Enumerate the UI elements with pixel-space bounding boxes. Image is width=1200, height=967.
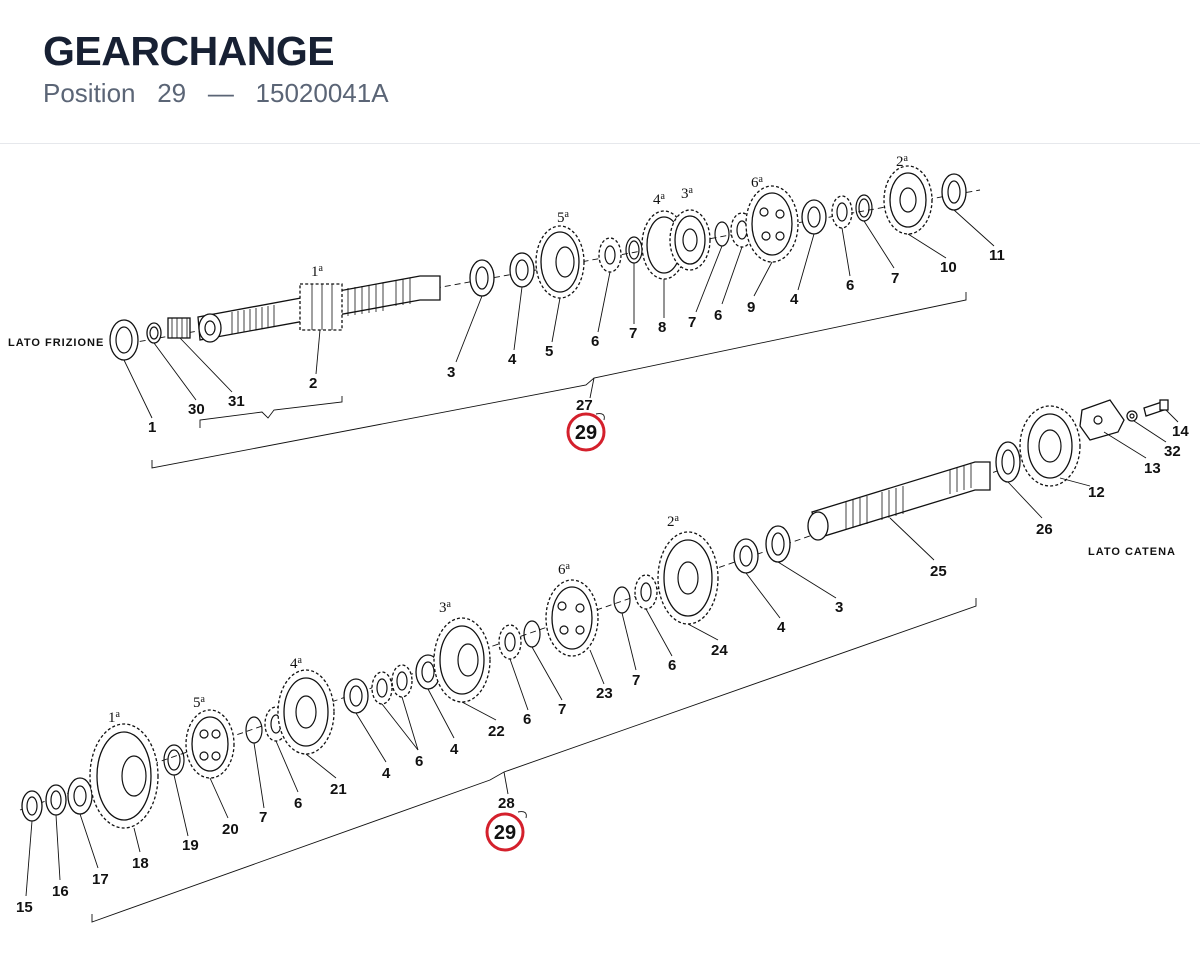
chain-side-label: LATO CATENA	[1088, 546, 1176, 558]
part-label: 6	[294, 795, 302, 812]
secondary-shaft-assembly	[19, 399, 1179, 923]
part-label: 6	[714, 307, 722, 324]
part-label: 7	[632, 672, 640, 689]
callout-top-ring	[566, 412, 606, 452]
ordinal-top-5: 5a	[557, 209, 570, 226]
part-label: 5	[545, 343, 553, 360]
part-label: 6	[523, 711, 531, 728]
page-subtitle: Position 29 — 15020041A	[43, 78, 389, 109]
ordinal-bottom-2: 2a	[667, 513, 680, 530]
ordinal-bottom-5: 5a	[193, 694, 206, 711]
callout-bottom-ring	[485, 812, 525, 852]
separator: —	[207, 78, 234, 108]
callout-top-sub: 27	[576, 397, 593, 414]
ordinal-top-4: 4a	[653, 191, 666, 208]
part-label: 2	[309, 375, 317, 392]
ordinal-top-1: 1a	[311, 263, 324, 280]
ordinal-bottom-6: 6a	[558, 561, 571, 578]
part-label: 14	[1172, 423, 1189, 440]
part-label: 12	[1088, 484, 1105, 501]
part-label: 4	[508, 351, 517, 368]
part-labels-bottom: 15 16 17 18 19 20 7 6 21 4 6 4 22 6 7 23…	[16, 423, 1189, 916]
part-label: 6	[668, 657, 676, 674]
exploded-gearbox-diagram: LATO FRIZIONE LATO CATENA 1a 5a 4a 3a 6a…	[8, 153, 1189, 923]
part-label: 7	[558, 701, 566, 718]
part-label: 26	[1036, 521, 1053, 538]
page-header: GEARCHANGE Position 29 — 15020041A	[0, 0, 1200, 144]
part-label: 21	[330, 781, 347, 798]
ordinal-bottom-4: 4a	[290, 655, 303, 672]
part-label: 11	[989, 247, 1005, 264]
part-label: 7	[259, 809, 267, 826]
ordinal-bottom-3: 3a	[439, 599, 452, 616]
primary-shaft-assembly	[109, 165, 995, 469]
part-label: 7	[629, 325, 637, 342]
ordinal-top-6: 6a	[751, 174, 764, 191]
part-label: 20	[222, 821, 239, 838]
position-label: Position	[43, 78, 136, 108]
callout-top-label: 29	[575, 422, 597, 444]
gear-ordinals-top: 1a 5a 4a 3a 6a 2a	[311, 153, 909, 280]
part-label: 24	[711, 642, 728, 659]
part-label: 6	[846, 277, 854, 294]
part-label: 31	[228, 393, 245, 410]
part-label: 25	[930, 563, 947, 580]
ordinal-bottom-1: 1a	[108, 709, 121, 726]
callout-bottom-label: 29	[494, 822, 516, 844]
part-label: 18	[132, 855, 149, 872]
part-label: 17	[92, 871, 109, 888]
part-label: 9	[747, 299, 755, 316]
part-label: 3	[835, 599, 843, 616]
part-labels-top: 1 30 31 2 3 4 5 6 7 8 7 6 9 4 6 7 10 11	[148, 247, 1005, 436]
callout-bottom[interactable]: 28 29	[485, 795, 527, 852]
part-label: 1	[148, 419, 156, 436]
part-label: 7	[891, 270, 899, 287]
part-label: 6	[415, 753, 423, 770]
part-label: 13	[1144, 460, 1161, 477]
part-label: 16	[52, 883, 69, 900]
part-label: 4	[450, 741, 459, 758]
part-label: 8	[658, 319, 666, 336]
part-label: 4	[382, 765, 391, 782]
part-label: 19	[182, 837, 199, 854]
callout-top[interactable]: 27 29	[566, 397, 606, 452]
part-label: 3	[447, 364, 455, 381]
part-label: 4	[777, 619, 786, 636]
part-label: 22	[488, 723, 505, 740]
page-title: GEARCHANGE	[43, 28, 335, 74]
clutch-side-label: LATO FRIZIONE	[8, 337, 104, 349]
gear-ordinals-bottom: 1a 5a 4a 3a 6a 2a	[108, 513, 680, 726]
part-label: 30	[188, 401, 205, 418]
part-label: 4	[790, 291, 799, 308]
part-label: 15	[16, 899, 33, 916]
part-label: 7	[688, 314, 696, 331]
part-label: 10	[940, 259, 957, 276]
part-label: 23	[596, 685, 613, 702]
part-label: 32	[1164, 443, 1181, 460]
part-number: 15020041A	[255, 78, 389, 108]
ordinal-top-2: 2a	[896, 153, 909, 170]
callout-bottom-sub: 28	[498, 795, 515, 812]
position-number: 29	[157, 78, 187, 108]
ordinal-top-3: 3a	[681, 185, 694, 202]
part-label: 6	[591, 333, 599, 350]
